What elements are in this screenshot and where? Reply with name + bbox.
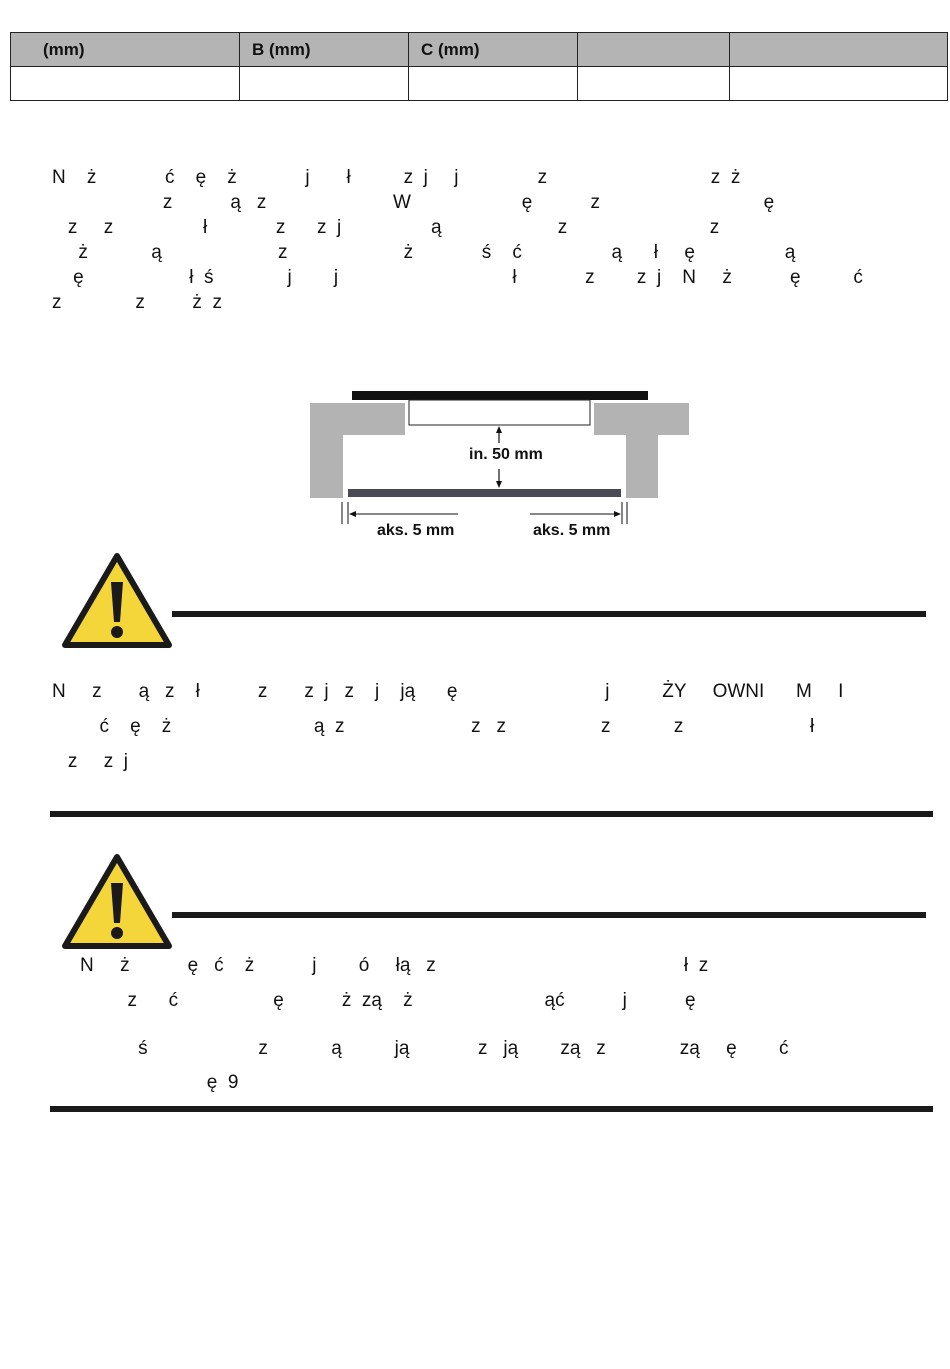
paragraph-line: ę 9 [80, 1072, 239, 1093]
paragraph-line: ż ą z ż ś ć ą ł ę ą [52, 242, 796, 263]
section-divider [50, 811, 933, 817]
paragraph-line: ć ę ż ą z z z z z ł [52, 716, 815, 737]
paragraph-line: z z j [52, 751, 129, 772]
table-cell [729, 66, 948, 101]
right-worktop-section [594, 403, 689, 498]
paragraph-line: N ż ę ć ż j ó łą z ł z [80, 955, 709, 976]
installation-diagram: in. 50 mm aks. 5 mm aks. 5 mm [300, 385, 700, 545]
table-row [10, 66, 948, 101]
table-header-row: (mm) B (mm) C (mm) [10, 32, 948, 67]
arrow-down-icon [496, 481, 502, 488]
arrow-right-icon [614, 511, 621, 517]
arrow-up-icon [496, 426, 502, 433]
table-cell [10, 66, 240, 101]
dimension-table: (mm) B (mm) C (mm) [10, 32, 948, 101]
warning-header-rule [172, 611, 926, 617]
table-cell [239, 66, 409, 101]
hob-body [408, 399, 591, 426]
warning-triangle-icon [62, 553, 172, 648]
table-header-cell: C (mm) [408, 32, 578, 67]
paragraph-line: N ż ć ę ż j ł z j j z z ż [52, 167, 741, 188]
left-clearance-label: aks. 5 mm [377, 522, 455, 539]
warning-triangle-icon [62, 854, 172, 949]
table-cell [408, 66, 578, 101]
paragraph-line: z ą z W ę z ę [52, 192, 775, 213]
table-cell [577, 66, 730, 101]
hob-plate [352, 391, 648, 400]
warning-header-rule [172, 912, 926, 918]
arrow-left-icon [349, 511, 356, 517]
paragraph-line: N z ą z ł z z j z j ją ę j ŻY OWNI M I [52, 681, 844, 702]
right-clearance-label: aks. 5 mm [533, 522, 611, 539]
paragraph-line: z ć ę ż zą ż ąć j ę [80, 990, 696, 1011]
table-header-cell [577, 32, 730, 67]
section-divider [50, 1106, 933, 1112]
lower-shelf [348, 489, 621, 497]
paragraph-line: z z ż z [52, 292, 222, 313]
paragraph-line: ś z ą ją z ją zą z zą ę ć [80, 1038, 789, 1059]
installation-diagram-svg [310, 391, 689, 524]
gap-label: in. 50 mm [469, 446, 543, 463]
table-header-cell: B (mm) [239, 32, 409, 67]
paragraph-line: ę ł ś j j ł z z j N ż ę ć [52, 267, 863, 288]
table-header-cell [729, 32, 948, 67]
paragraph-line: z z ł z z j ą z z [52, 217, 720, 238]
left-worktop-section [310, 403, 405, 498]
table-header-cell: (mm) [10, 32, 240, 67]
